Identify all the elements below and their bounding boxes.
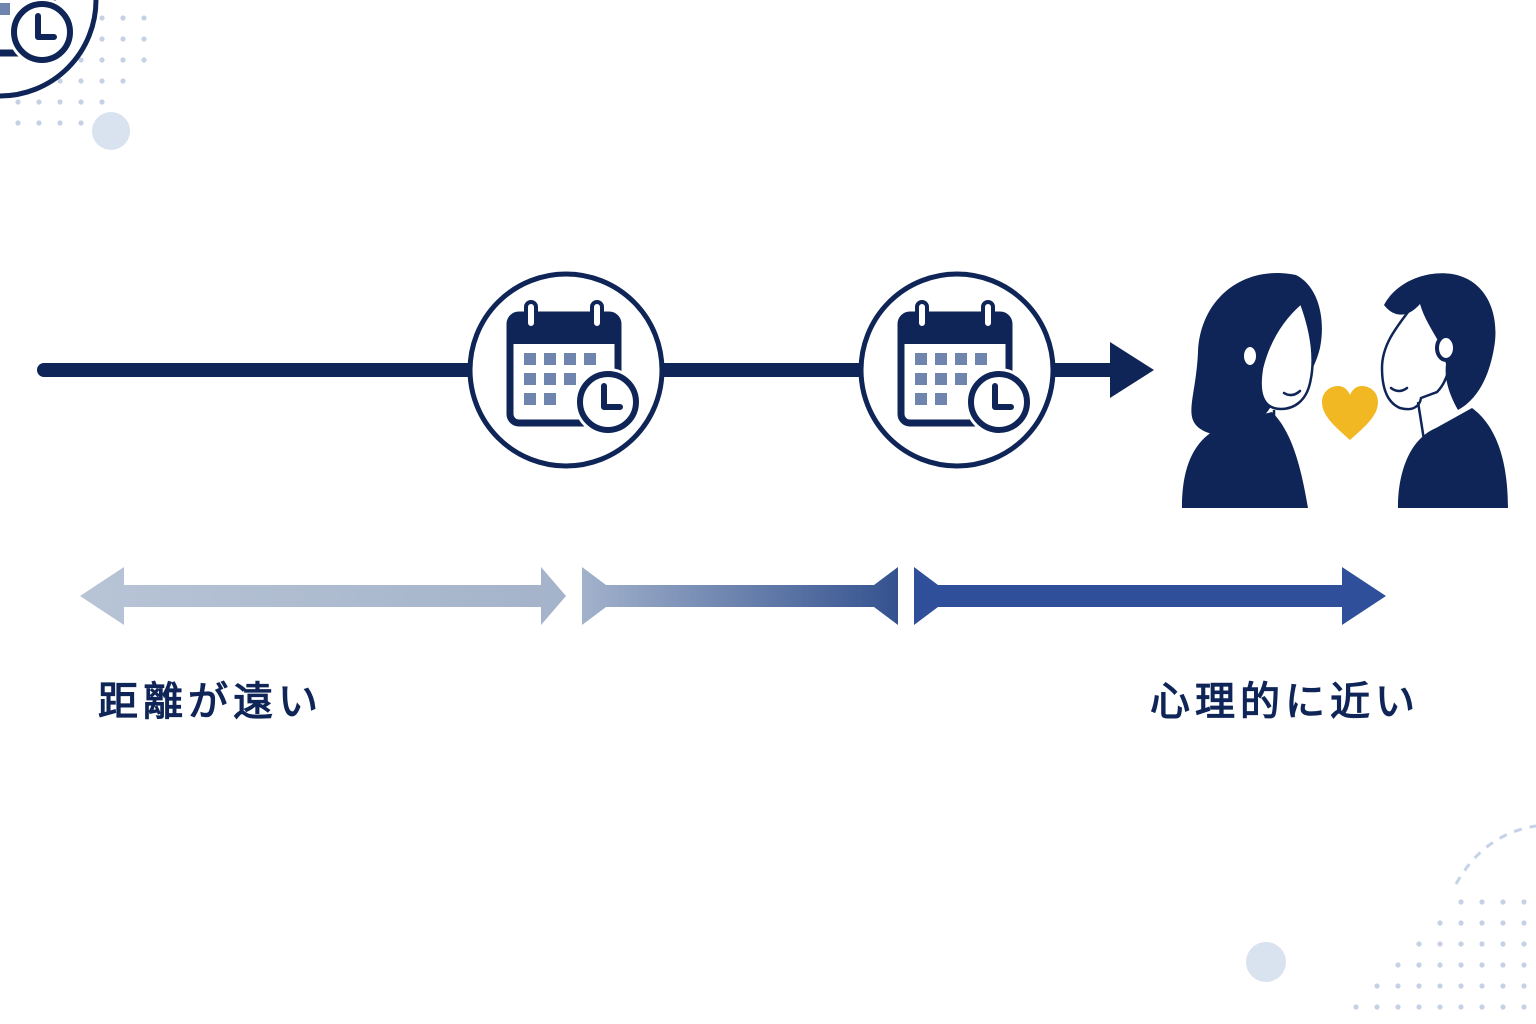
psychologically-close-label: 心理的に近い [1150,679,1420,725]
decorative-dot [78,78,84,84]
decorative-dot [1521,920,1527,926]
decorative-dot [120,57,126,63]
decorative-dot [1374,1004,1380,1010]
middle-range-arrow [582,567,898,625]
decorative-dot [1500,920,1506,926]
calendar-clock-icon [0,0,99,99]
decorative-dot [141,36,147,42]
decorative-dot [1521,962,1527,968]
far-range-arrow [80,567,566,625]
decorative-dot [1479,920,1485,926]
decorative-dot [15,120,21,126]
decorative-dot [141,15,147,21]
decorative-dot [1479,983,1485,989]
decorative-dot [1458,1004,1464,1010]
decorative-dot [78,57,84,63]
decorative-dot [1521,983,1527,989]
decorative-dot [1437,983,1443,989]
decorative-dot [1500,983,1506,989]
decorative-dot [1437,962,1443,968]
woman-ear-icon [1240,343,1260,369]
decorative-dot [1437,941,1443,947]
decorative-dot [1374,983,1380,989]
decorative-dot [1458,983,1464,989]
decorative-dot [99,15,105,21]
calendar-clock-icon [470,274,662,466]
decorative-dot [1395,983,1401,989]
decorative-dot [1521,941,1527,947]
decorative-dot [57,120,63,126]
decorative-dot [1521,1004,1527,1010]
woman-body-icon [1182,412,1308,508]
decorative-dot [1458,899,1464,905]
man-body-icon [1398,408,1508,508]
decorative-dot [120,36,126,42]
decorative-dot [1458,920,1464,926]
decorative-dot [1500,1004,1506,1010]
decorative-dot [1500,962,1506,968]
decorative-circle [1246,942,1286,982]
decorative-dot [36,99,42,105]
decorative-dot [99,36,105,42]
heart-icon [1322,386,1378,440]
couple-icon [1182,273,1508,508]
decorative-dot [99,78,105,84]
arrow-right-icon [1110,342,1154,398]
decorative-dot [78,120,84,126]
man-ear-icon [1435,334,1457,362]
decorative-dot [1416,983,1422,989]
decorative-dot [1521,899,1527,905]
near-range-arrow [914,567,1386,625]
decorative-dot [1416,941,1422,947]
far-distance-label: 距離が遠い [98,679,323,725]
decorative-dot [1500,899,1506,905]
decorative-dot [1353,1004,1359,1010]
decorative-dot [1395,1004,1401,1010]
decorative-dot [57,99,63,105]
decorative-dot [1458,941,1464,947]
decorative-dashed-arc [1454,824,1536,885]
decorative-dot [36,120,42,126]
decorative-dot [57,78,63,84]
decorative-dot [1416,962,1422,968]
decorative-dot [1458,962,1464,968]
dot-grid-decoration [1353,899,1527,1010]
calendar-clock-icon [861,274,1053,466]
decorative-dot [1395,962,1401,968]
decorative-dot [1437,920,1443,926]
decorative-dot [15,99,21,105]
decorative-dot [141,57,147,63]
decorative-dot [120,78,126,84]
decorative-dot [99,99,105,105]
decorative-dot [1479,899,1485,905]
decorative-dot [1479,962,1485,968]
woman-face-icon [1259,300,1314,411]
decorative-dot [1437,1004,1443,1010]
decorative-dot [1479,941,1485,947]
decorative-dot [99,57,105,63]
decorative-dot [1479,1004,1485,1010]
decorative-dot [1500,941,1506,947]
decorative-circle [92,112,130,150]
decorative-dot [78,99,84,105]
decorative-dot [120,15,126,21]
decorative-dot [1416,1004,1422,1010]
